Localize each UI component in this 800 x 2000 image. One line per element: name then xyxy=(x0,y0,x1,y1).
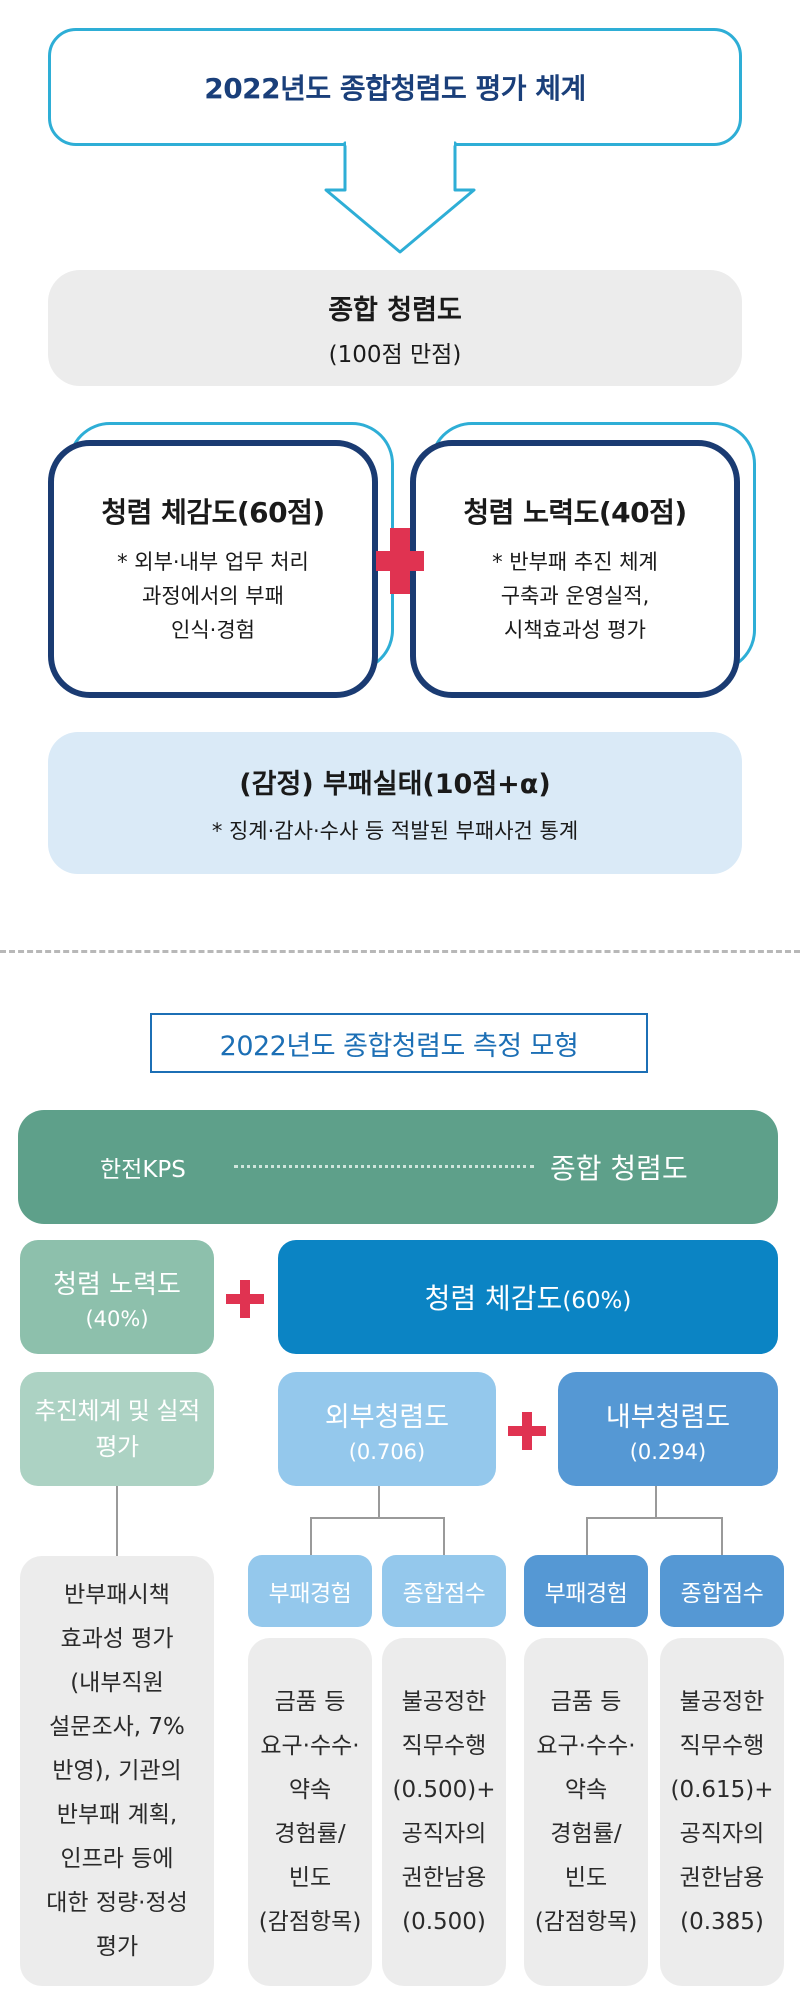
desc-line: 금품 등 xyxy=(550,1689,622,1715)
ext-exp-desc-panel: 금품 등 요구·수수· 약속 경험률/ 빈도 (감점항목) xyxy=(248,1638,372,1986)
external-title: 외부청렴도 xyxy=(324,1401,450,1433)
connector-line xyxy=(378,1486,380,1518)
effort-title: 청렴 노력도(40점) xyxy=(463,496,687,529)
internal-title: 내부청렴도 xyxy=(605,1401,731,1433)
desc-line: 직무수행 xyxy=(679,1733,765,1759)
desc-line: 요구·수수· xyxy=(536,1733,636,1759)
internal-weight: (0.294) xyxy=(629,1439,707,1464)
perception-box-title: 청렴 체감도 xyxy=(424,1282,563,1315)
connector-line xyxy=(310,1517,444,1519)
desc-line: 효과성 평가 xyxy=(60,1626,174,1652)
total-integrity-title: 종합 청렴도 xyxy=(328,294,462,326)
dotted-connector xyxy=(234,1165,534,1168)
connector-line xyxy=(310,1517,312,1555)
corruption-status-box: (감정) 부패실태(10점+α) * 징계·감사·수사 등 적발된 부패사건 통… xyxy=(48,732,742,874)
desc-line: 반부패 계획, xyxy=(56,1802,178,1828)
perception-desc-3: 인식·경험 xyxy=(171,618,255,642)
eval-line-2: 평가 xyxy=(95,1433,139,1461)
desc-line: 요구·수수· xyxy=(260,1733,360,1759)
desc-line: (0.615)+ xyxy=(670,1777,774,1803)
perception-desc-1: * 외부·내부 업무 처리 xyxy=(117,550,309,574)
external-integrity-box: 외부청렴도 (0.706) xyxy=(278,1372,496,1486)
desc-line: 불공정한 xyxy=(679,1689,765,1715)
internal-integrity-box: 내부청렴도 (0.294) xyxy=(558,1372,778,1486)
desc-line: 빈도 xyxy=(288,1865,332,1891)
connector-line xyxy=(116,1486,118,1556)
effort-desc-2: 구축과 운영실적, xyxy=(500,584,650,608)
plus-icon xyxy=(376,528,424,594)
perception-box: 청렴 체감도(60%) xyxy=(278,1240,778,1354)
desc-line: (0.385) xyxy=(680,1909,764,1935)
desc-line: (0.500) xyxy=(402,1909,486,1935)
int-score-desc-panel: 불공정한 직무수행 (0.615)+ 공직자의 권한남용 (0.385) xyxy=(660,1638,784,1986)
connector-line xyxy=(721,1517,723,1555)
effort-desc-1: * 반부패 추진 체계 xyxy=(492,550,658,574)
connector-line xyxy=(586,1517,722,1519)
desc-line: (감점항목) xyxy=(534,1909,638,1935)
int-corruption-exp-pill: 부패경험 xyxy=(524,1555,648,1627)
measurement-model-title: 2022년도 종합청렴도 측정 모형 xyxy=(150,1013,648,1073)
desc-line: (내부직원 xyxy=(70,1670,164,1696)
evaluation-system-title: 2022년도 종합청렴도 평가 체계 xyxy=(204,72,586,105)
connector-line xyxy=(655,1486,657,1518)
desc-line: 약속 xyxy=(564,1777,608,1803)
desc-line: 평가 xyxy=(95,1934,139,1960)
perception-card: 청렴 체감도(60점) * 외부·내부 업무 처리 과정에서의 부패 인식·경험 xyxy=(48,440,378,698)
desc-line: 빈도 xyxy=(564,1865,608,1891)
total-integrity-subtitle: (100점 만점) xyxy=(328,341,462,368)
connector-line xyxy=(586,1517,588,1555)
perception-box-pct: (60%) xyxy=(562,1288,632,1314)
desc-line: (감점항목) xyxy=(258,1909,362,1935)
desc-line: 권한남용 xyxy=(679,1865,765,1891)
perception-title: 청렴 체감도(60점) xyxy=(101,496,325,529)
desc-line: 권한남용 xyxy=(401,1865,487,1891)
desc-line: 경험률/ xyxy=(274,1821,346,1847)
desc-line: 공직자의 xyxy=(679,1821,765,1847)
desc-line: (0.500)+ xyxy=(392,1777,496,1803)
down-arrow-icon xyxy=(324,140,476,254)
ext-corruption-exp-pill: 부패경험 xyxy=(248,1555,372,1627)
effort-box-title: 청렴 노력도 xyxy=(53,1269,181,1300)
plus-icon xyxy=(508,1412,546,1450)
desc-line: 인프라 등에 xyxy=(60,1846,174,1872)
effort-card: 청렴 노력도(40점) * 반부패 추진 체계 구축과 운영실적, 시책효과성 … xyxy=(410,440,740,698)
external-weight: (0.706) xyxy=(348,1439,426,1464)
eval-line-1: 추진체계 및 실적 xyxy=(34,1397,200,1425)
desc-line: 약속 xyxy=(288,1777,332,1803)
desc-line: 대한 정량·정성 xyxy=(46,1890,188,1916)
desc-line: 직무수행 xyxy=(401,1733,487,1759)
eval-desc-panel: 반부패시책 효과성 평가 (내부직원 설문조사, 7% 반영), 기관의 반부패… xyxy=(20,1556,214,1986)
section-divider xyxy=(0,950,800,953)
org-name: 한전KPS xyxy=(100,1157,186,1183)
plus-icon xyxy=(226,1280,264,1318)
desc-line: 반영), 기관의 xyxy=(52,1758,182,1784)
total-integrity-box: 종합 청렴도 (100점 만점) xyxy=(48,270,742,386)
effort-desc-3: 시책효과성 평가 xyxy=(504,618,646,642)
desc-line: 경험률/ xyxy=(550,1821,622,1847)
effort-box-pct: (40%) xyxy=(85,1306,149,1331)
ext-score-desc-panel: 불공정한 직무수행 (0.500)+ 공직자의 권한남용 (0.500) xyxy=(382,1638,506,1986)
effort-box: 청렴 노력도 (40%) xyxy=(20,1240,214,1354)
desc-line: 금품 등 xyxy=(274,1689,346,1715)
eval-box: 추진체계 및 실적 평가 xyxy=(20,1372,214,1486)
int-exp-desc-panel: 금품 등 요구·수수· 약속 경험률/ 빈도 (감점항목) xyxy=(524,1638,648,1986)
ext-total-score-pill: 종합점수 xyxy=(382,1555,506,1627)
desc-line: 반부패시책 xyxy=(64,1582,170,1608)
desc-line: 불공정한 xyxy=(401,1689,487,1715)
title-box xyxy=(48,28,742,146)
corruption-desc: * 징계·감사·수사 등 적발된 부패사건 통계 xyxy=(211,818,579,843)
org-total-integrity: 종합 청렴도 xyxy=(550,1152,688,1185)
int-total-score-pill: 종합점수 xyxy=(660,1555,784,1627)
corruption-title: (감정) 부패실태(10점+α) xyxy=(239,768,551,800)
desc-line: 공직자의 xyxy=(401,1821,487,1847)
connector-line xyxy=(443,1517,445,1555)
perception-desc-2: 과정에서의 부패 xyxy=(142,584,284,608)
desc-line: 설문조사, 7% xyxy=(49,1714,185,1740)
